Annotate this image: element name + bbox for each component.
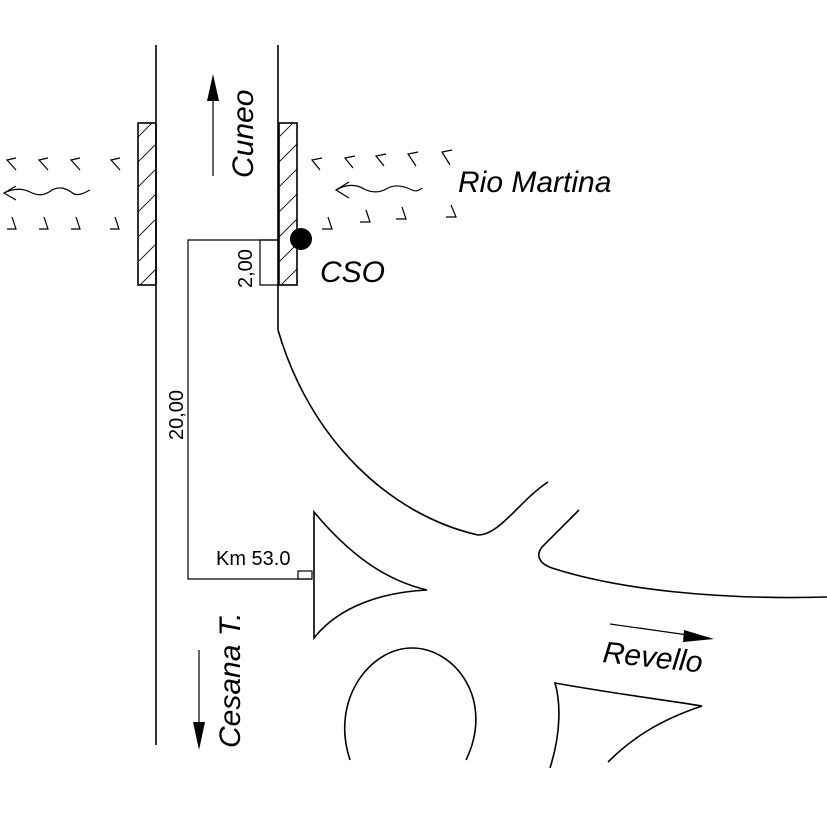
- road-curve-edge: [277, 329, 549, 536]
- dimension-lines: [187, 239, 313, 580]
- hatch-west: [138, 123, 156, 285]
- hatch-east: [279, 123, 297, 285]
- dimension-short-label: 2,00: [235, 249, 257, 288]
- bridge: [137, 122, 298, 286]
- arrow-up-icon: [207, 74, 219, 101]
- traffic-island-south-east: [549, 681, 703, 769]
- dimension-long-line: [187, 239, 312, 580]
- dimension-short-line: [259, 239, 279, 286]
- river-symbols-east: [310, 149, 457, 230]
- km-marker: [297, 570, 313, 580]
- river-symbols-west: [2, 157, 121, 230]
- label-cso: CSO: [320, 256, 385, 289]
- east-arrow: [609, 623, 714, 642]
- bridge-parapet-west: [137, 122, 157, 286]
- junction: [313, 509, 827, 769]
- bridge-parapet-east: [278, 122, 298, 286]
- label-cuneo: Cuneo: [227, 90, 260, 178]
- south-arrow: [193, 650, 205, 750]
- dimension-long-label: 20,00: [166, 390, 188, 440]
- river-wave-west: [3, 187, 91, 196]
- roundabout-center: [344, 647, 477, 761]
- label-rio-martina: Rio Martina: [458, 166, 611, 199]
- river-wave-east: [335, 184, 423, 193]
- traffic-island-west: [313, 509, 428, 641]
- label-cesana: Cesana T.: [214, 612, 247, 748]
- north-arrow: [207, 74, 219, 176]
- arrow-right-icon: [683, 630, 714, 642]
- flow-arrow-west-icon: [2, 185, 17, 201]
- cso-point-marker: [290, 228, 312, 250]
- arrow-down-icon: [193, 722, 205, 750]
- label-revello: Revello: [601, 636, 704, 679]
- flow-arrow-east-icon: [334, 181, 350, 199]
- road-east-edge-north: [538, 509, 827, 599]
- label-km: Km 53.0: [216, 548, 290, 570]
